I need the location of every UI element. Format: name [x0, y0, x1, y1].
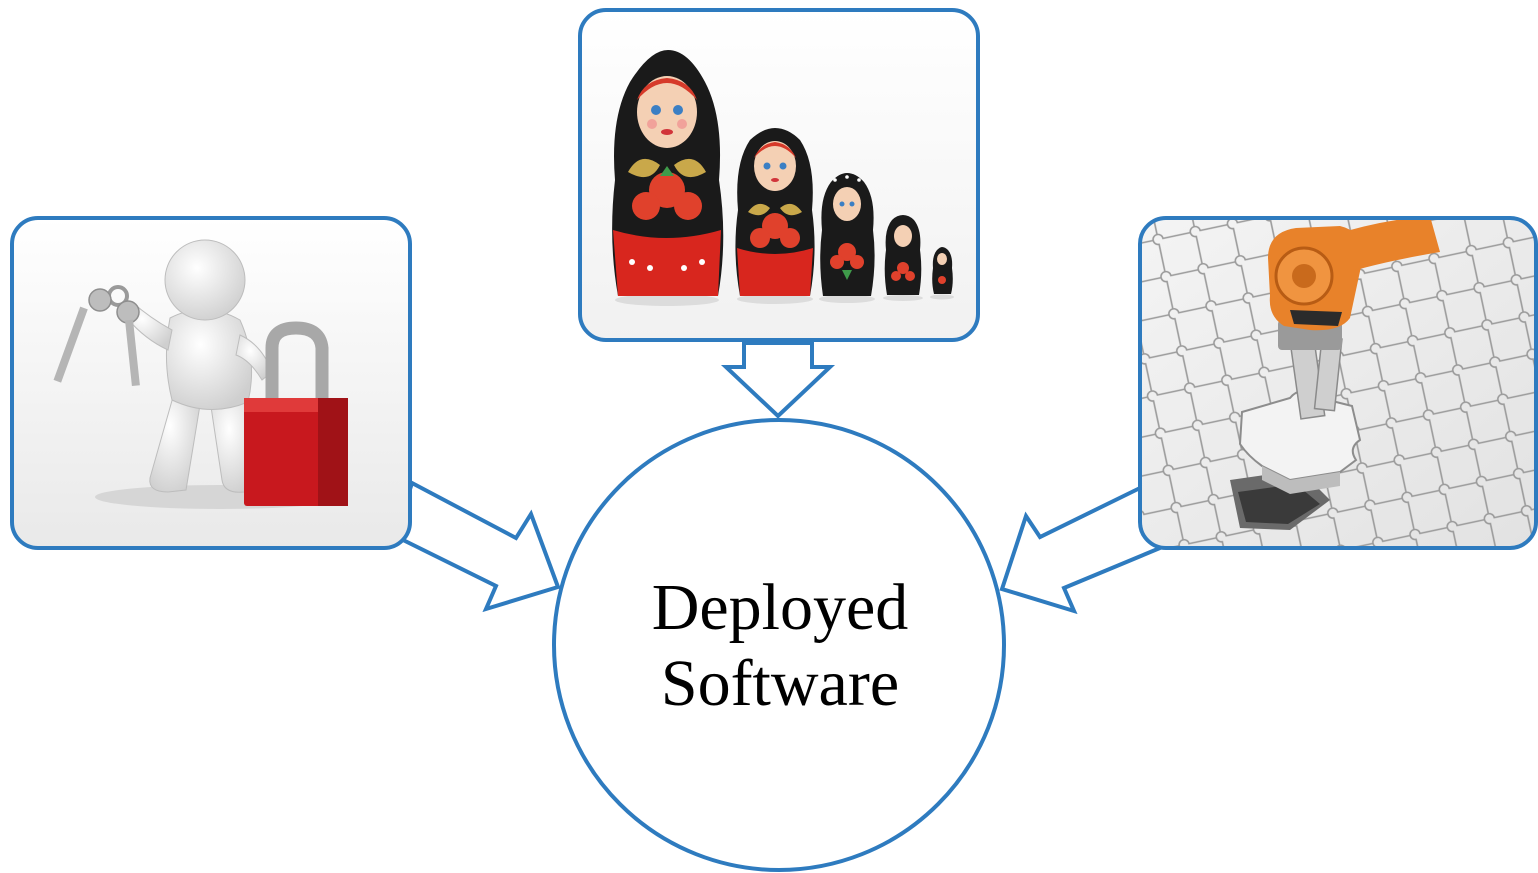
center-label-line2: Software: [660, 647, 900, 720]
center-label-line1: Deployed: [651, 571, 909, 644]
arrow-top-to-center: [720, 341, 836, 419]
center-label: Deployed Software: [555, 570, 1005, 722]
arrow-right-to-center: [999, 485, 1163, 615]
robot-arm-puzzle-piece-icon: [1230, 218, 1440, 530]
person-with-keys-and-padlock-icon: [53, 239, 348, 509]
nesting-dolls-node: [578, 8, 980, 342]
deployed-software-circle: [552, 418, 1006, 872]
integration-node: [1138, 216, 1538, 550]
arrow-left-to-center: [392, 480, 561, 613]
security-node: [10, 216, 412, 550]
matryoshka-dolls-icon: [612, 50, 954, 306]
